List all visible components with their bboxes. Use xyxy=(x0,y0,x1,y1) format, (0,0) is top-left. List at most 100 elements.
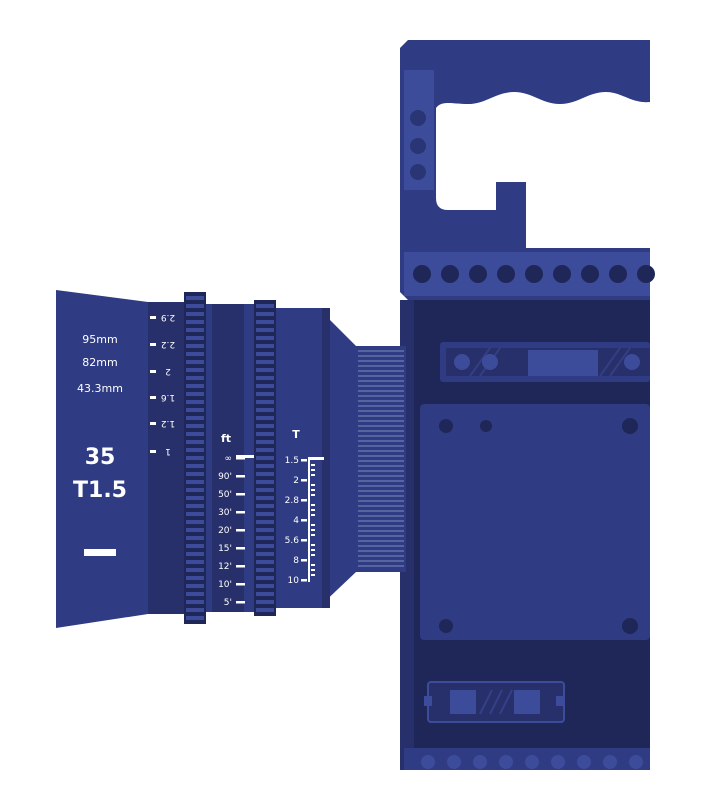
gear-tooth xyxy=(256,312,274,316)
mount-stripe xyxy=(358,410,404,412)
mount-stripe xyxy=(358,375,404,377)
handle-screw xyxy=(410,138,426,154)
focus-tick xyxy=(236,457,245,460)
mount-stripe xyxy=(358,560,404,562)
rail-hole xyxy=(413,265,431,283)
gear-tooth xyxy=(186,304,204,308)
handle-screw xyxy=(410,110,426,126)
meter-tick xyxy=(150,450,156,453)
gear-tooth xyxy=(186,400,204,404)
gear-tooth xyxy=(256,544,274,548)
gear-tooth xyxy=(256,384,274,388)
mount-stripe xyxy=(358,435,404,437)
aperture-minor-tick xyxy=(311,509,315,511)
gear-ring-focus-teeth xyxy=(186,296,204,620)
gear-tooth xyxy=(186,480,204,484)
gear-tooth xyxy=(186,296,204,300)
mount-stripe xyxy=(358,360,404,362)
connector-pad xyxy=(450,690,476,714)
aperture-minor-tick xyxy=(311,534,315,536)
focus-tick xyxy=(236,529,245,532)
side-plate xyxy=(420,404,650,640)
gear-tooth xyxy=(186,336,204,340)
gear-tooth xyxy=(186,576,204,580)
gear-tooth xyxy=(186,312,204,316)
gear-tooth xyxy=(256,504,274,508)
gear-tooth xyxy=(256,320,274,324)
meter-mark-label: 1 xyxy=(165,446,171,456)
mount-stripe xyxy=(358,520,404,522)
aperture-minor-tick xyxy=(311,554,315,556)
aperture-scale-line xyxy=(308,458,310,582)
gear-tooth xyxy=(256,488,274,492)
lens-mount xyxy=(318,308,406,608)
gear-tooth xyxy=(256,600,274,604)
gear-tooth xyxy=(186,344,204,348)
focus-tick xyxy=(236,601,245,604)
focus-mark-label: 20' xyxy=(218,526,232,536)
gear-tooth xyxy=(256,512,274,516)
lens-hood xyxy=(56,290,148,628)
mount-stripe xyxy=(358,515,404,517)
aperture-tick xyxy=(301,519,307,522)
meter-ring xyxy=(148,302,184,614)
gear-ring-aperture-teeth xyxy=(256,304,274,612)
gear-tooth xyxy=(186,600,204,604)
hood-indicator-bar xyxy=(84,549,116,556)
lens-model-number: 35 xyxy=(85,445,116,470)
gear-tooth xyxy=(256,328,274,332)
gear-tooth xyxy=(186,448,204,452)
gear-tooth xyxy=(186,328,204,332)
aperture-tick xyxy=(301,579,307,582)
gear-tooth xyxy=(256,304,274,308)
focus-mark-label: 50' xyxy=(218,490,232,500)
gear-tooth xyxy=(256,528,274,532)
mount-stripe xyxy=(358,365,404,367)
mount-stripe xyxy=(358,465,404,467)
focal-length-1: 95mm xyxy=(82,333,117,346)
plate-screw xyxy=(439,419,453,433)
mount-stripe xyxy=(358,355,404,357)
gear-tooth xyxy=(256,424,274,428)
focus-tick xyxy=(236,583,245,586)
camera-body xyxy=(400,40,655,770)
gear-tooth xyxy=(256,440,274,444)
focus-tick xyxy=(236,475,245,478)
aperture-minor-tick xyxy=(311,464,315,466)
rail-hole xyxy=(637,265,655,283)
aperture-tick xyxy=(301,479,307,482)
lens-labels: 95mm 82mm 43.3mm 35 T1.5 2.92.221.61.21 … xyxy=(73,312,324,608)
gear-tooth xyxy=(256,584,274,588)
gear-tooth xyxy=(256,392,274,396)
gear-tooth xyxy=(256,408,274,412)
mount-stripe xyxy=(358,535,404,537)
gear-tooth xyxy=(256,376,274,380)
aperture-index-line xyxy=(308,457,324,460)
rail-hole xyxy=(441,265,459,283)
gear-tooth xyxy=(256,560,274,564)
rail-hole xyxy=(551,755,565,769)
gear-tooth xyxy=(186,496,204,500)
aperture-mark-label: 8 xyxy=(293,556,299,566)
aperture-minor-tick xyxy=(311,484,315,486)
rail-hole xyxy=(473,755,487,769)
connector-tab xyxy=(556,696,564,706)
mount-stripe xyxy=(358,405,404,407)
plate-screw xyxy=(480,420,492,432)
gear-tooth xyxy=(186,560,204,564)
focus-index-line xyxy=(236,455,254,458)
gear-tooth xyxy=(186,520,204,524)
rail-hole xyxy=(497,265,515,283)
gear-tooth xyxy=(256,592,274,596)
gear-tooth xyxy=(256,352,274,356)
aperture-unit: T xyxy=(292,428,300,441)
meter-mark-label: 2 xyxy=(165,366,171,376)
gear-tooth xyxy=(256,416,274,420)
gear-tooth xyxy=(256,536,274,540)
mount-stripe xyxy=(358,505,404,507)
mount-stripe xyxy=(358,440,404,442)
aperture-minor-tick xyxy=(311,494,315,496)
mount-stripe xyxy=(358,555,404,557)
meter-mark-label: 2.2 xyxy=(161,339,175,349)
bottom-rail-holes xyxy=(421,755,643,769)
